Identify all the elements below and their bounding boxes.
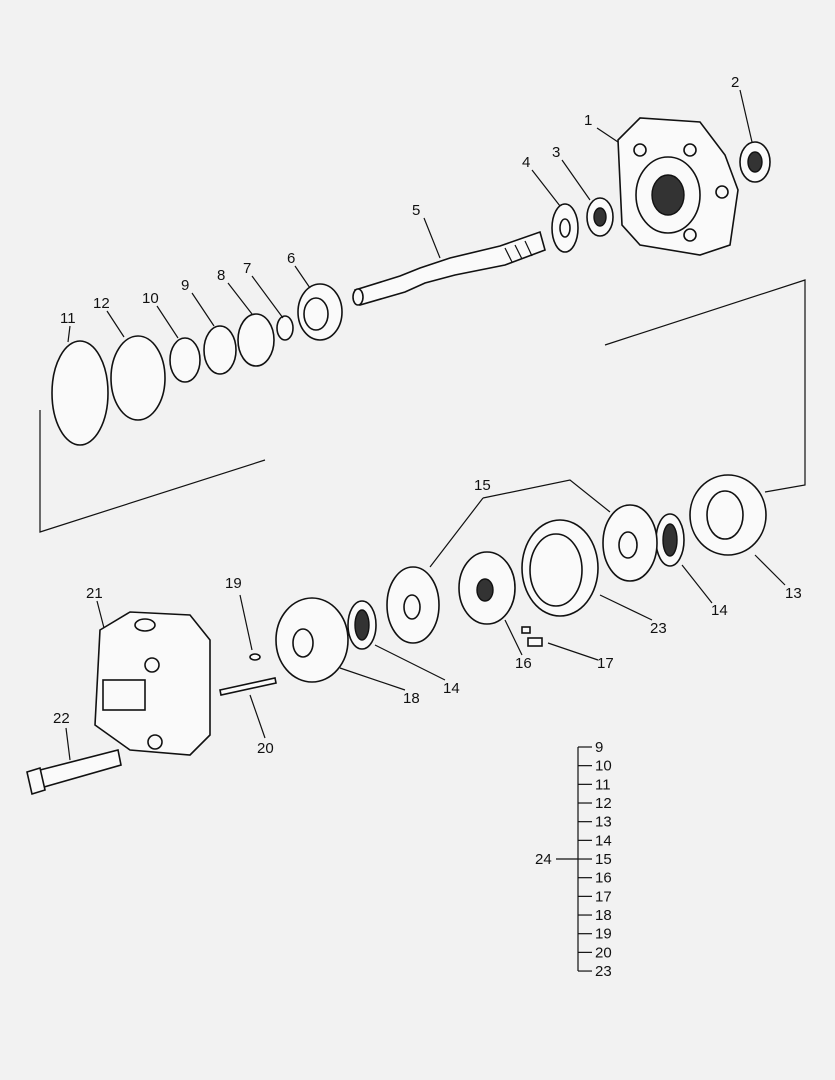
- part-18-plate: [275, 597, 349, 683]
- bracket-right: [604, 279, 806, 493]
- callout-2: 2: [731, 74, 739, 91]
- callout-18: 18: [403, 690, 420, 707]
- callout-20: 20: [257, 740, 274, 757]
- callout-23: 23: [650, 620, 667, 637]
- callout-15: 15: [474, 477, 491, 494]
- callout-11: 11: [60, 310, 76, 327]
- callout-16: 16: [515, 655, 532, 672]
- part-22-bolt: [26, 749, 122, 796]
- part-23-ring: [521, 519, 599, 617]
- callout-8: 8: [217, 267, 225, 284]
- kit-item: 10: [595, 758, 612, 775]
- callout-labels: 1 2 3 4 5 6 7 8 9 10 12 11 15 13 14 23 1…: [53, 74, 802, 757]
- kit-item: 16: [595, 870, 612, 887]
- kit-item: 11: [595, 776, 611, 793]
- kit-label: 24: [535, 851, 552, 868]
- part-2-seal: [739, 141, 771, 183]
- callout-22: 22: [53, 710, 70, 727]
- part-16-vane: [521, 626, 531, 634]
- callout-12: 12: [93, 295, 110, 312]
- part-15-plate-upper: [602, 504, 658, 582]
- part-17-spring: [527, 637, 543, 647]
- callout-14-lower: 14: [443, 680, 460, 697]
- callout-10: 10: [142, 290, 159, 307]
- part-12-ring: [110, 335, 166, 421]
- callout-4: 4: [522, 154, 530, 171]
- callout-17: 17: [597, 655, 614, 672]
- part-4-washer: [551, 203, 579, 253]
- part-5-shaft: [352, 230, 546, 306]
- part-6-bearing: [297, 283, 343, 341]
- kit-item: 15: [595, 851, 612, 868]
- bracket-left: [39, 410, 266, 533]
- part-3-bearing: [586, 197, 614, 237]
- kit-item: 9: [595, 739, 603, 756]
- callout-5: 5: [412, 202, 420, 219]
- part-20-bolt: [219, 677, 277, 696]
- part-10-ring: [169, 337, 201, 383]
- callout-7: 7: [243, 260, 251, 277]
- kit-item: 12: [595, 795, 612, 812]
- callout-13: 13: [785, 585, 802, 602]
- callout-3: 3: [552, 144, 560, 161]
- kit-item: 17: [595, 888, 612, 905]
- part-8-ring: [237, 313, 275, 367]
- part-1-housing: [617, 117, 739, 256]
- kit-item: 20: [595, 944, 612, 961]
- part-16-rotor: [458, 551, 516, 625]
- callout-9: 9: [181, 277, 189, 294]
- leader-lines: [65, 89, 786, 761]
- part-21-housing: [94, 611, 211, 756]
- kit-item: 14: [595, 832, 612, 849]
- part-13-endplate: [689, 474, 767, 556]
- part-7-ring: [276, 315, 294, 341]
- kit-item: 18: [595, 907, 612, 924]
- part-11-oring: [51, 340, 109, 446]
- kit-item: 23: [595, 963, 612, 980]
- part-15-plate-lower: [386, 566, 440, 644]
- kit-item: 19: [595, 926, 612, 943]
- callout-1: 1: [584, 112, 592, 129]
- callout-19: 19: [225, 575, 242, 592]
- callout-14-upper: 14: [711, 602, 728, 619]
- callout-6: 6: [287, 250, 295, 267]
- callout-21: 21: [86, 585, 103, 602]
- part-14-seal-upper: [655, 513, 685, 567]
- part-19-pin: [249, 653, 261, 661]
- part-14-seal-lower: [347, 600, 377, 650]
- kit-item: 13: [595, 814, 612, 831]
- part-9-ring: [203, 325, 237, 375]
